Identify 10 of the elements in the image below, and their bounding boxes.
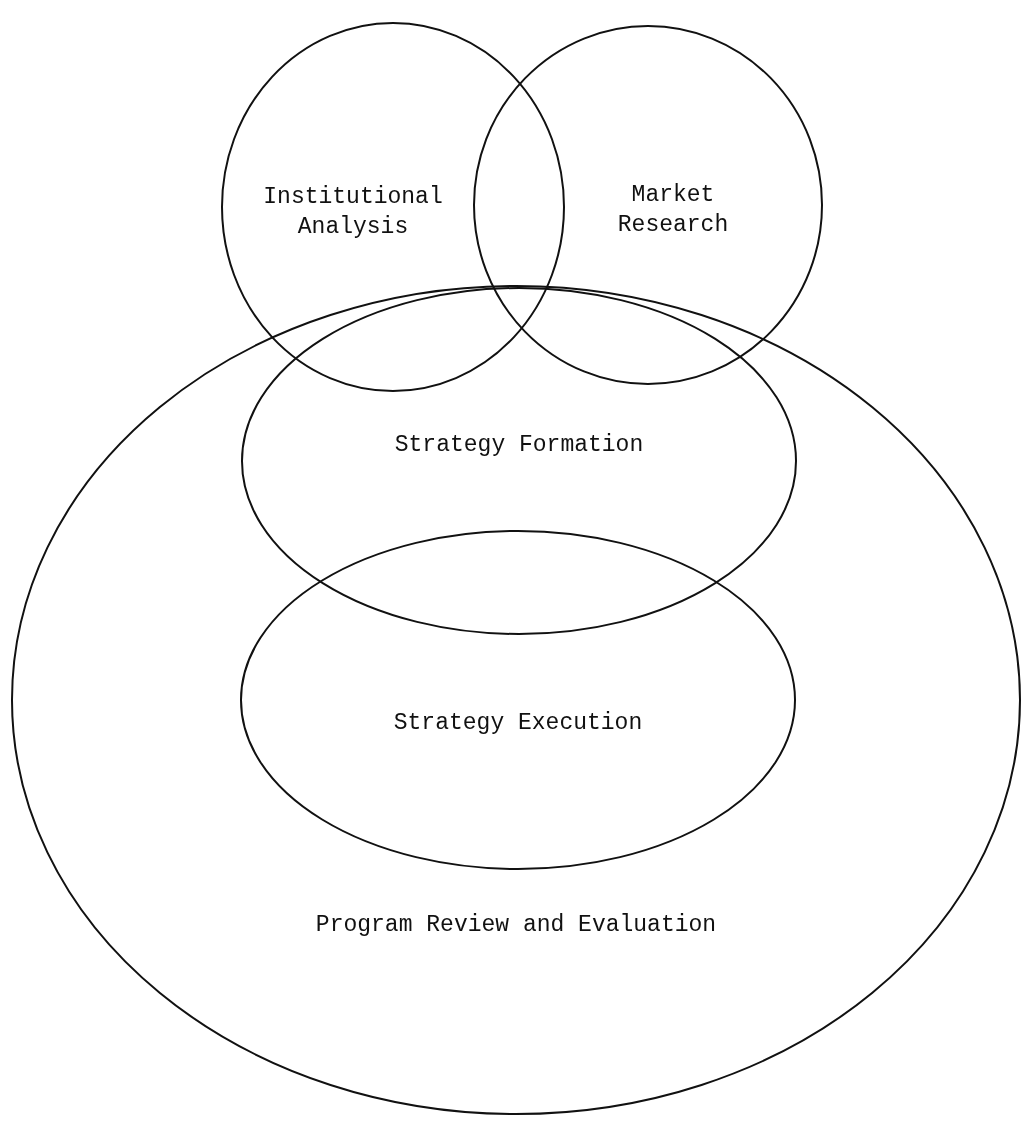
venn-ellipse — [240, 530, 796, 870]
ellipse-label: Program Review and Evaluation — [314, 911, 718, 940]
ellipse-label: Strategy Formation — [393, 431, 645, 460]
venn-ellipse — [11, 285, 1021, 1115]
ellipse-label: Strategy Execution — [392, 709, 644, 738]
ellipse-label: Institutional Analysis — [262, 183, 444, 242]
ellipse-label: Market Research — [616, 181, 730, 240]
venn-ellipse — [241, 287, 797, 635]
venn-ellipse — [473, 25, 823, 385]
venn-ellipse — [221, 22, 565, 392]
